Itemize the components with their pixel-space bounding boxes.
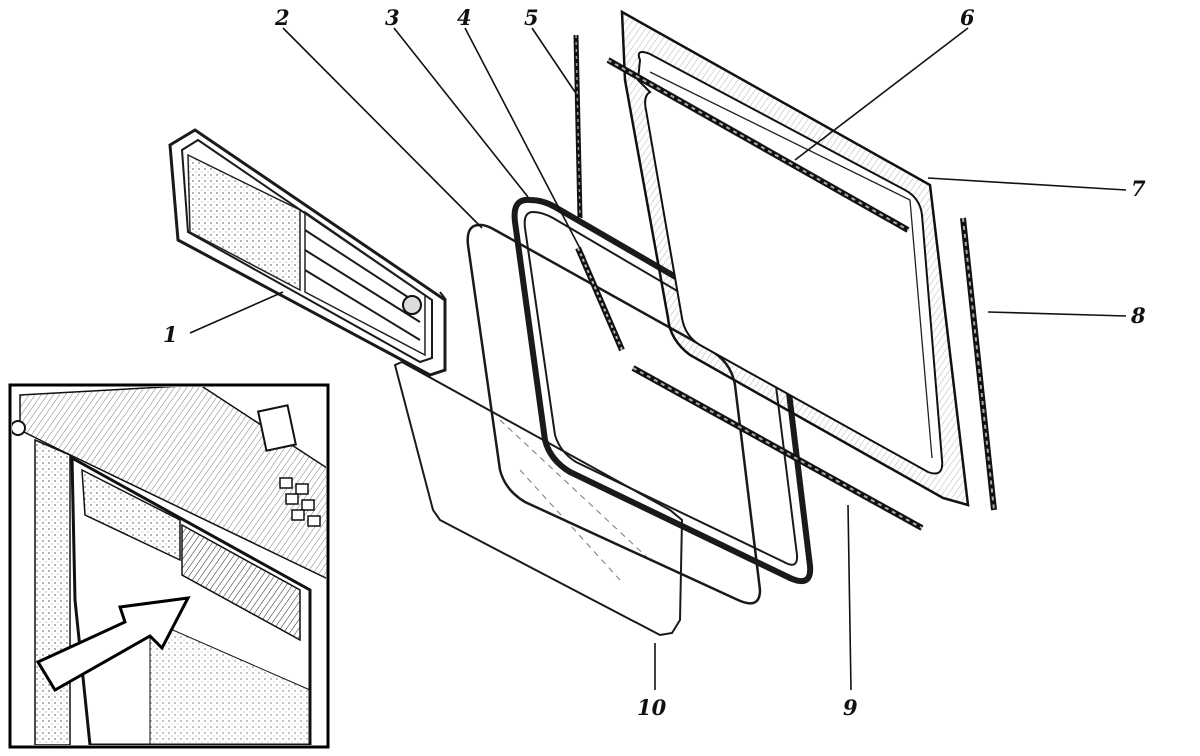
callout-10: 10	[637, 695, 667, 720]
callout-8: 8	[1130, 303, 1146, 328]
cab-inset-view	[8, 383, 330, 749]
side-strip-8	[960, 217, 997, 511]
window-frame	[620, 9, 970, 507]
callout-7: 7	[1131, 176, 1146, 201]
rubber-seal	[511, 196, 814, 584]
callout-labels: 1 2 3 4 5 6 7 8 9 10	[163, 5, 1146, 720]
callout-4: 4	[457, 5, 472, 30]
callout-6: 6	[960, 5, 975, 30]
callout-9: 9	[843, 695, 858, 720]
sliding-window-assembly	[168, 128, 447, 377]
leader-lines	[189, 27, 1127, 691]
lower-strip-9	[631, 365, 924, 531]
upper-strip-6	[606, 57, 910, 233]
callout-3: 3	[385, 5, 400, 30]
arrow-icon	[35, 596, 191, 693]
callout-2: 2	[274, 5, 290, 30]
callout-1: 1	[163, 322, 178, 347]
vertical-strip-5	[573, 34, 583, 219]
callout-5: 5	[524, 5, 539, 30]
locking-strip-4	[575, 246, 625, 352]
glass-pane	[393, 360, 684, 637]
inner-seal	[466, 223, 762, 605]
